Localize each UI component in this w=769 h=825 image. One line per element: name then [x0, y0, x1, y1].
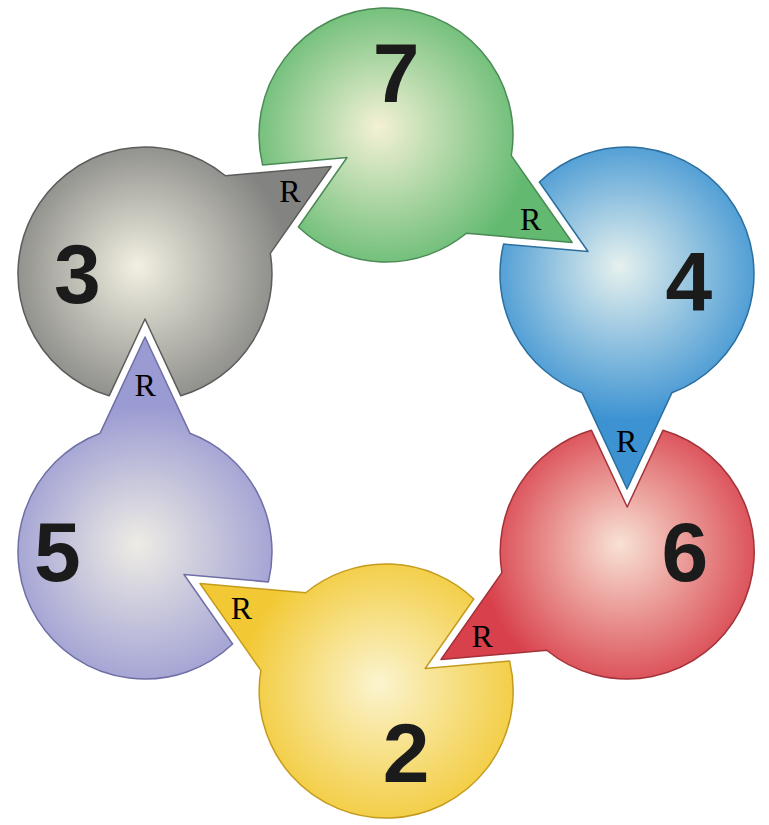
segment-number: 5: [34, 510, 81, 594]
segment-path: [500, 147, 754, 489]
segment-path: [18, 337, 272, 679]
segment-number: 3: [54, 232, 101, 316]
segment-shape: 3R: [14, 143, 335, 405]
segment-label: R: [231, 592, 252, 624]
segment-label: R: [520, 203, 541, 235]
segment-path: [200, 564, 513, 818]
segment-path: [259, 8, 572, 262]
segment-label: R: [616, 425, 637, 457]
segment-path: [441, 430, 754, 679]
segment-shape: 7R: [255, 4, 576, 266]
segment-shape: 5R: [14, 333, 276, 683]
segment-number: 6: [661, 510, 708, 594]
segment-shape: 2R: [196, 560, 517, 822]
segment-number: 4: [665, 240, 712, 324]
segment-number: 2: [383, 711, 430, 795]
segment-label: R: [135, 369, 156, 401]
segment-label: R: [471, 620, 492, 652]
segment-shape: 6R: [437, 421, 758, 683]
segment-label: R: [279, 175, 300, 207]
segment-shape: 4R: [496, 143, 758, 493]
segment-number: 7: [373, 31, 420, 115]
segment-path: [18, 147, 331, 396]
